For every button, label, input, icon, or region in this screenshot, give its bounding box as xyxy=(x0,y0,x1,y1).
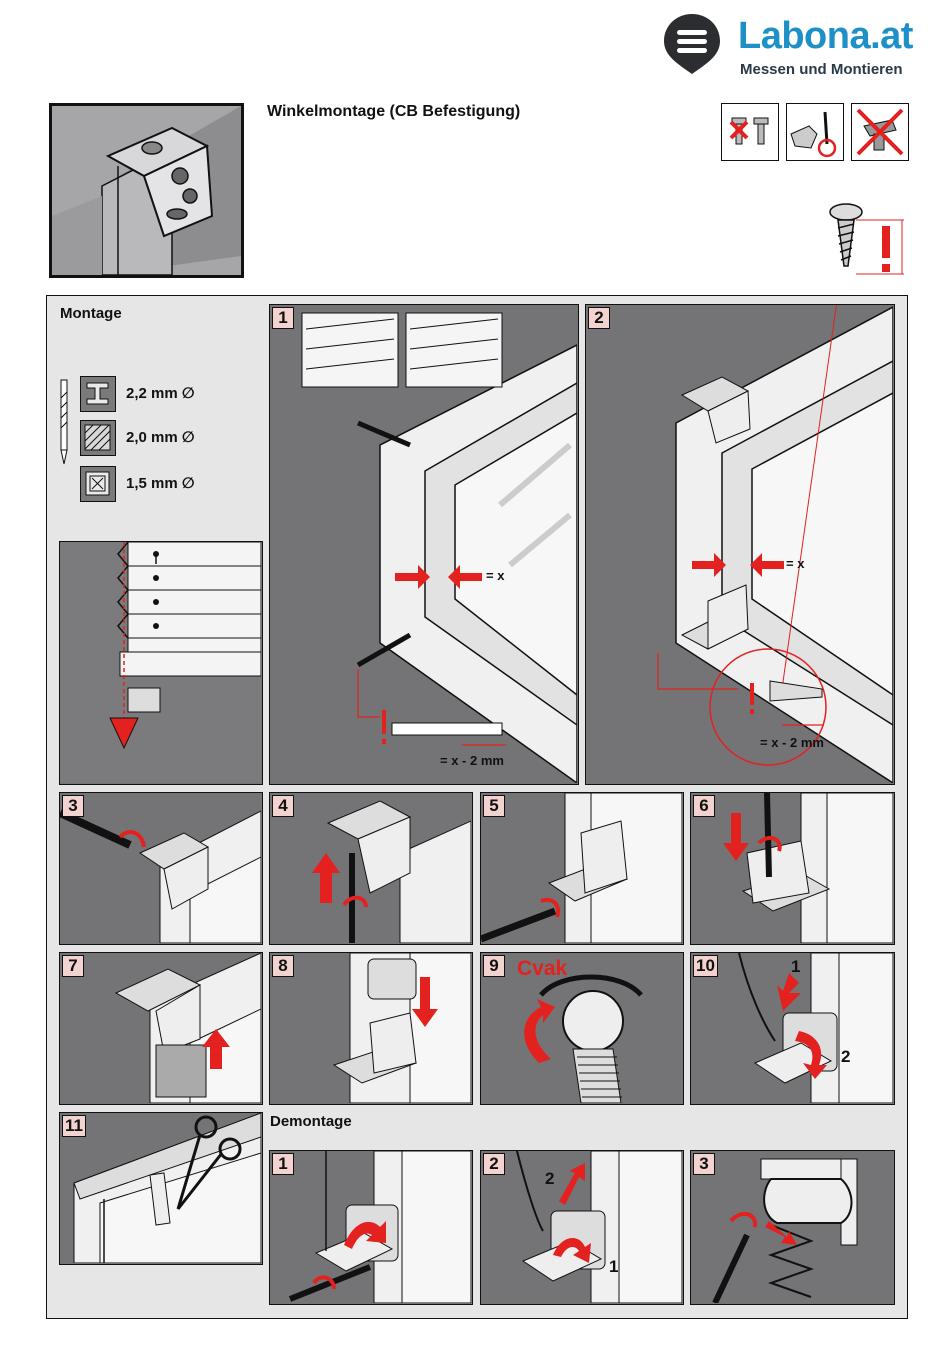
tool-warning-strip xyxy=(721,103,913,163)
drill-size-wood: 2,0 mm ∅ xyxy=(80,420,240,458)
screw-warning-icon xyxy=(826,198,906,280)
wood-icon xyxy=(80,420,116,456)
drill-size-steel: 2,2 mm ∅ xyxy=(80,376,240,414)
brand-tagline: Messen und Montieren xyxy=(740,61,903,78)
step-number: 2 xyxy=(588,307,610,329)
step-9-cell: 9 Cvak xyxy=(480,952,684,1105)
demontage-step-1-cell: 1 xyxy=(269,1150,473,1305)
step-number: 2 xyxy=(483,1153,505,1175)
step-11-cell: 11 xyxy=(59,1112,263,1265)
drill-size-label: 1,5 mm ∅ xyxy=(126,475,195,492)
sub-step-1-label: 1 xyxy=(791,957,801,976)
step-number: 9 xyxy=(483,955,505,977)
step-5-cell: 5 xyxy=(480,792,684,945)
demontage-step-2-cell: 2 2 1 xyxy=(480,1150,684,1305)
logo-pin-icon xyxy=(662,12,722,76)
distance-label: = x xyxy=(486,568,505,583)
no-screw-type-icon xyxy=(721,103,779,161)
bracket-preview-illustration xyxy=(49,103,244,278)
step-number: 5 xyxy=(483,795,505,817)
plumb-line-illustration xyxy=(59,541,263,785)
step-8-cell: 8 xyxy=(269,952,473,1105)
step-7-cell: 7 xyxy=(59,952,263,1105)
step-6-cell: 6 xyxy=(690,792,895,945)
step-number: 6 xyxy=(693,795,715,817)
demontage-step-3-cell: 3 xyxy=(690,1150,895,1305)
drill-depth-label: = x - 2 mm xyxy=(440,753,504,768)
plastic-profile-icon xyxy=(80,466,116,502)
step-number: 10 xyxy=(693,955,718,977)
step-number: 1 xyxy=(272,1153,294,1175)
sub-step-1-label: 1 xyxy=(609,1257,619,1276)
distance-label: = x xyxy=(786,556,805,571)
drill-bit-icon xyxy=(58,378,70,466)
screw-depth-label: = x - 2 mm xyxy=(760,735,824,750)
step-2-cell: 2 = x = x - 2 mm xyxy=(585,304,895,785)
sub-step-2-label: 2 xyxy=(841,1047,851,1066)
montage-heading: Montage xyxy=(60,305,122,322)
step-1-cell: 1 = x = x - 2 mm xyxy=(269,304,579,785)
step-number: 11 xyxy=(62,1115,86,1137)
step-number: 8 xyxy=(272,955,294,977)
sub-step-2-label: 2 xyxy=(545,1169,555,1188)
drill-size-label: 2,2 mm ∅ xyxy=(126,385,195,402)
screwdriver-only-icon xyxy=(786,103,844,161)
brand-name: Labona.at xyxy=(738,15,913,57)
steel-profile-icon xyxy=(80,376,116,412)
click-sound-label: Cvak xyxy=(517,957,568,980)
drill-size-plastic: 1,5 mm ∅ xyxy=(80,466,240,504)
step-10-cell: 10 1 2 xyxy=(690,952,895,1105)
drill-size-label: 2,0 mm ∅ xyxy=(126,429,195,446)
demontage-heading: Demontage xyxy=(270,1113,352,1130)
no-power-drill-icon xyxy=(851,103,909,161)
step-number: 3 xyxy=(62,795,84,817)
step-number: 7 xyxy=(62,955,84,977)
step-3-cell: 3 xyxy=(59,792,263,945)
step-number: 1 xyxy=(272,307,294,329)
step-number: 3 xyxy=(693,1153,715,1175)
step-number: 4 xyxy=(272,795,294,817)
page-title: Winkelmontage (CB Befestigung) xyxy=(267,103,521,120)
step-4-cell: 4 xyxy=(269,792,473,945)
